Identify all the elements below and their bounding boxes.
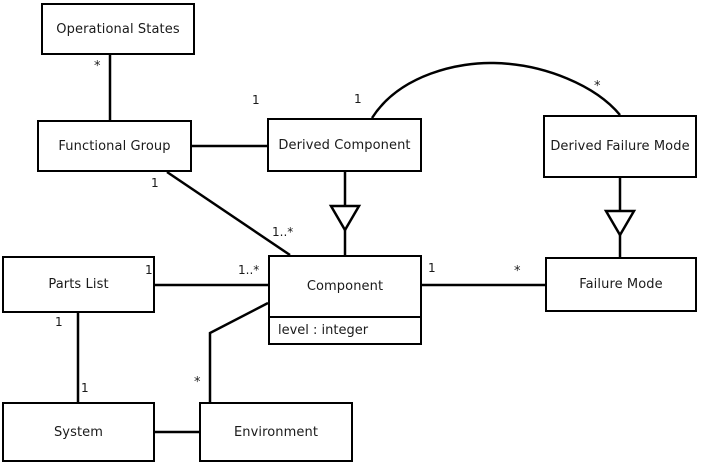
multiplicity-derived-component-curve-source: 1 bbox=[354, 92, 362, 106]
multiplicity-component-failure-mode-target: * bbox=[514, 264, 521, 279]
class-box-component[interactable]: Component level : integer bbox=[268, 255, 422, 345]
class-box-failure-mode[interactable]: Failure Mode bbox=[545, 257, 697, 312]
multiplicity-parts-list-system-target: 1 bbox=[81, 381, 89, 395]
class-box-derived-failure-mode[interactable]: Derived Failure Mode bbox=[543, 115, 697, 178]
class-name-environment: Environment bbox=[233, 424, 319, 440]
multiplicity-functional-group-component-source: 1 bbox=[151, 176, 159, 190]
class-name-parts-list: Parts List bbox=[48, 277, 109, 292]
generalization-triangle-failure-mode bbox=[603, 209, 637, 238]
class-box-environment[interactable]: Environment bbox=[199, 402, 353, 462]
class-name-derived-failure-mode: Derived Failure Mode bbox=[550, 139, 690, 154]
class-name-functional-group: Functional Group bbox=[58, 138, 171, 154]
assoc-environment-component bbox=[208, 301, 269, 402]
class-name-component: Component bbox=[306, 279, 384, 294]
class-box-functional-group[interactable]: Functional Group bbox=[37, 120, 192, 172]
class-box-derived-component[interactable]: Derived Component bbox=[267, 118, 422, 172]
class-name-system: System bbox=[53, 424, 104, 440]
multiplicity-operational-states-functional-group: * bbox=[94, 59, 101, 74]
class-name-derived-component: Derived Component bbox=[278, 137, 411, 153]
multiplicity-functional-group-component-target: 1..* bbox=[272, 225, 294, 239]
multiplicity-parts-list-component-source: 1 bbox=[145, 263, 153, 277]
multiplicity-parts-list-system-source: 1 bbox=[55, 315, 63, 329]
class-name-failure-mode: Failure Mode bbox=[579, 277, 663, 292]
multiplicity-functional-group-derived-component: 1 bbox=[252, 93, 260, 107]
multiplicity-environment-component: * bbox=[194, 375, 201, 390]
assoc-derived-component-derived-failure-mode bbox=[370, 61, 621, 119]
multiplicity-parts-list-component-target: 1..* bbox=[238, 263, 260, 277]
class-box-system[interactable]: System bbox=[2, 402, 155, 462]
class-box-parts-list[interactable]: Parts List bbox=[2, 256, 155, 313]
assoc-functional-group-component bbox=[166, 170, 291, 257]
multiplicity-derived-failure-mode-curve-target: * bbox=[594, 79, 601, 94]
class-box-operational-states[interactable]: Operational States bbox=[41, 3, 195, 55]
multiplicity-component-failure-mode-source: 1 bbox=[428, 261, 436, 275]
class-name-operational-states: Operational States bbox=[56, 21, 180, 37]
class-attribute-component-level: level : integer bbox=[270, 316, 420, 343]
generalization-triangle-component bbox=[328, 204, 362, 233]
